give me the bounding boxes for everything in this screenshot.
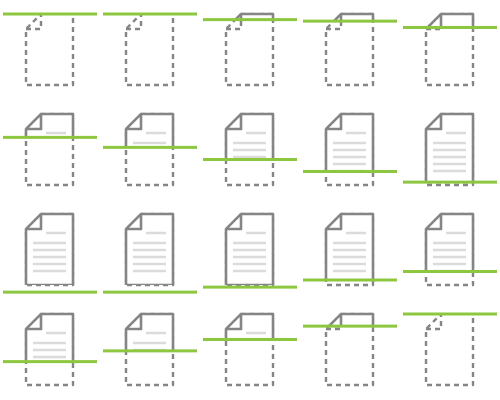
document-outline-solid: [224, 112, 275, 160]
document-outline-dashed: [24, 12, 75, 87]
frame: [403, 12, 497, 87]
document-fold-dashed: [326, 14, 343, 31]
frame: [3, 12, 97, 87]
document-icon-unscanned: [224, 12, 275, 87]
document-outline-solid: [233, 12, 275, 20]
document-icon-scanned: [324, 212, 375, 281]
document-fold-solid: [326, 214, 343, 231]
document-outline-solid: [327, 312, 375, 327]
document-outline-solid: [424, 212, 475, 272]
frame: [203, 312, 297, 387]
document-fold-solid: [126, 314, 143, 331]
document-outline-dashed: [124, 12, 175, 87]
document-paper: [26, 114, 73, 138]
document-icon-unscanned: [324, 12, 375, 87]
document-icon-scanned: [224, 312, 275, 340]
document-icon-scanned: [124, 212, 175, 285]
document-fold-solid: [26, 214, 43, 231]
document-fold-dashed: [426, 14, 443, 31]
frames-layer: [3, 12, 497, 387]
document-fold-solid: [339, 14, 343, 22]
frame: [103, 212, 197, 294]
document-outline-dashed: [324, 12, 375, 87]
document-paper: [126, 114, 173, 148]
document-icon-unscanned: [424, 312, 475, 387]
document-fold-dashed: [226, 14, 243, 31]
document-icon-scanned: [324, 112, 375, 172]
document-icon-scanned: [24, 312, 75, 362]
document-icon-unscanned: [24, 12, 75, 87]
document-fold-dashed: [126, 14, 143, 31]
document-fold-solid: [439, 14, 443, 28]
document-outline-solid: [424, 112, 475, 183]
document-icon-scanned: [332, 12, 375, 22]
document-fold-solid: [126, 114, 143, 131]
document-icon-scanned: [224, 112, 275, 160]
frame: [3, 212, 97, 294]
document-fold-solid: [326, 114, 343, 131]
document-fold-solid: [339, 314, 343, 327]
frame: [103, 312, 197, 387]
document-icon-scanned: [327, 312, 375, 327]
document-fold-solid: [226, 114, 243, 131]
document-fold-solid: [426, 214, 443, 231]
document-icon-scanned: [424, 112, 475, 183]
frame: [3, 112, 97, 187]
document-outline-dashed: [224, 12, 275, 87]
frame: [103, 12, 197, 87]
frame: [403, 312, 497, 387]
document-fold-dashed: [426, 314, 443, 331]
document-paper: [333, 14, 373, 22]
document-outline-solid: [24, 312, 75, 362]
frame: [303, 212, 397, 287]
document-fold-solid: [126, 214, 143, 231]
frame: [3, 312, 97, 387]
frame: [203, 112, 297, 187]
document-outline-solid: [224, 312, 275, 340]
document-icon-scanned: [24, 212, 75, 285]
frame: [203, 12, 297, 87]
document-icon-scanned: [24, 112, 75, 138]
document-outline-solid: [324, 212, 375, 281]
document-paper: [226, 114, 273, 160]
document-outline-solid: [324, 112, 375, 172]
document-outline-solid: [224, 212, 275, 285]
document-outline-solid: [124, 212, 175, 285]
frame: [403, 112, 497, 187]
document-outline-solid: [24, 112, 75, 138]
frame: [303, 312, 397, 387]
document-fold-solid: [26, 314, 43, 331]
document-fold-solid: [226, 214, 243, 231]
document-outline-solid: [332, 12, 375, 22]
document-fold-solid: [26, 114, 43, 131]
frame: [203, 212, 297, 289]
document-fold-dashed: [326, 314, 343, 331]
document-outline-solid: [124, 112, 175, 148]
frame: [103, 112, 197, 187]
document-icon-unscanned: [124, 12, 175, 87]
frame: [303, 112, 397, 187]
document-fold-dashed: [26, 14, 43, 31]
document-outline-solid: [124, 312, 175, 351]
document-fold-solid: [226, 314, 243, 331]
document-fold-solid: [426, 114, 443, 131]
frame: [303, 12, 397, 87]
document-icon-scanned: [124, 112, 175, 148]
document-icon-scanned: [224, 212, 275, 285]
document-outline-solid: [24, 212, 75, 285]
document-outline-dashed: [424, 312, 475, 387]
frame: [403, 212, 497, 287]
